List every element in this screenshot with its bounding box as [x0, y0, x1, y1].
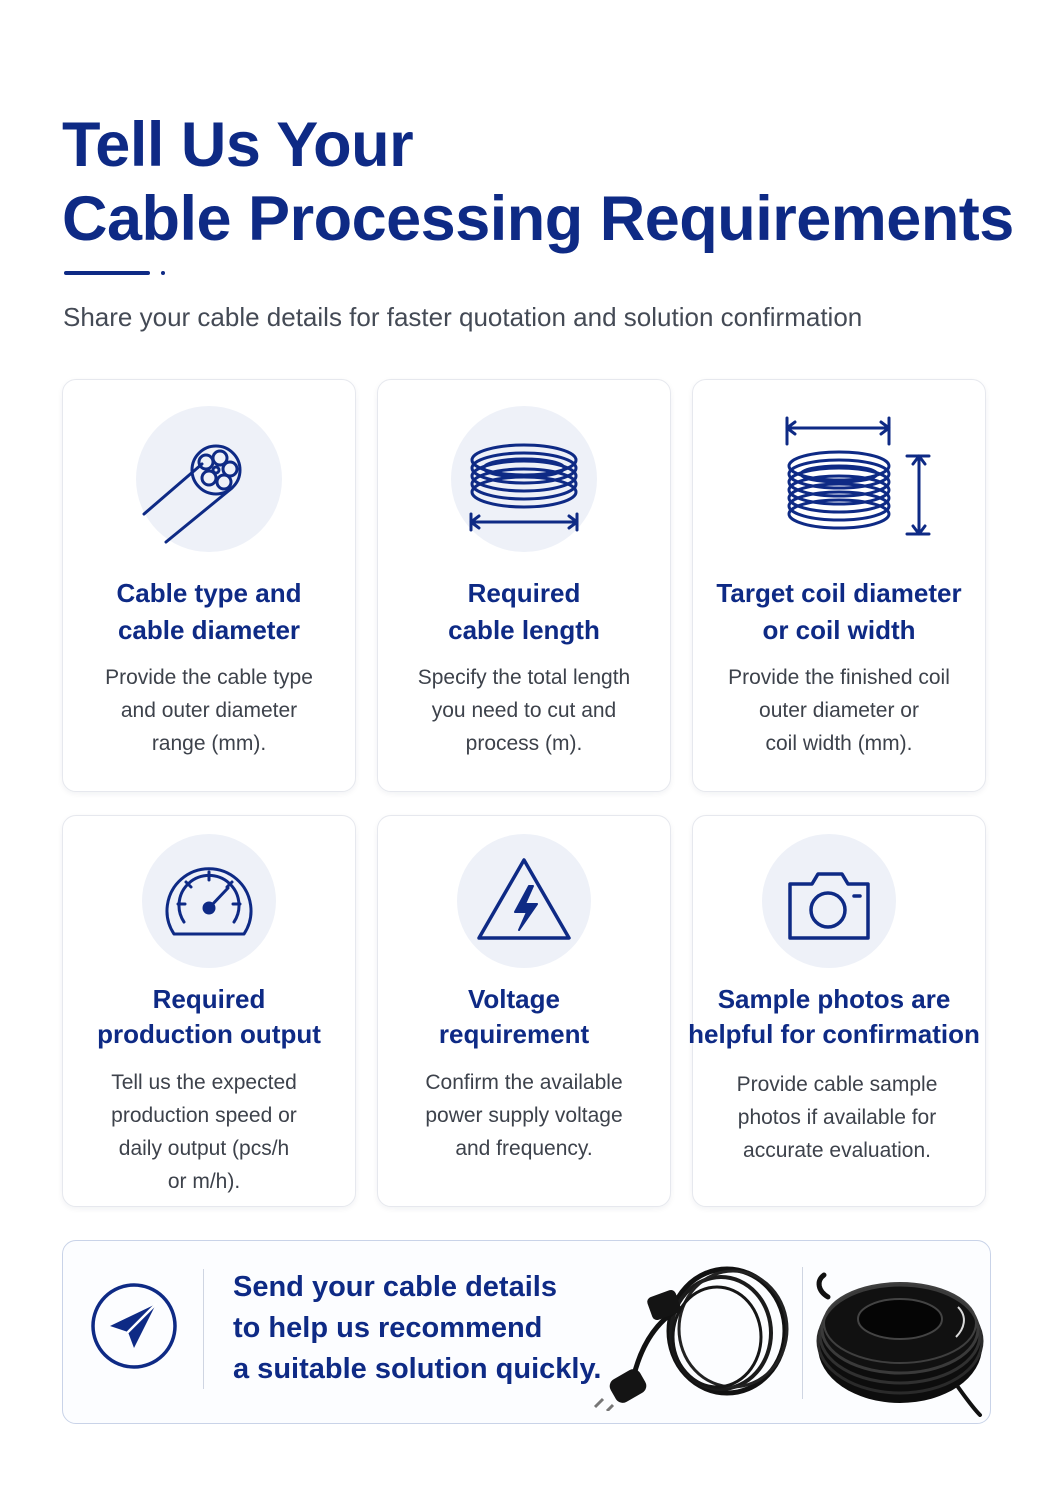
- page-title: Tell Us Your Cable Processing Requiremen…: [62, 108, 1042, 256]
- paper-plane-icon: [91, 1283, 177, 1369]
- card-text-line: Tell us the expected: [111, 1071, 297, 1094]
- card-title-line: Voltage: [468, 984, 560, 1014]
- card-text-line: Specify the total length: [417, 666, 631, 689]
- card-title: Target coil diameter or coil width: [693, 575, 985, 649]
- cta-text-line: Send your cable details: [233, 1271, 557, 1303]
- speedometer-icon: [142, 834, 276, 968]
- card-coil-diameter: Target coil diameter or coil width Provi…: [692, 379, 986, 792]
- card-title-line: requirement: [438, 1019, 590, 1049]
- cta-banner: Send your cable details to help us recom…: [62, 1240, 991, 1424]
- card-description: Specify the total length you need to cut…: [378, 661, 670, 760]
- camera-icon: [762, 834, 896, 968]
- card-text-line: outer diameter or: [759, 699, 919, 722]
- title-accent-line: [64, 271, 150, 275]
- page-title-line-2: Cable Processing Requirements: [62, 184, 1014, 254]
- card-text-line: Provide the finished coil: [728, 666, 950, 689]
- card-text-line: production speed or: [111, 1104, 297, 1127]
- card-title-line: Required: [152, 984, 266, 1014]
- card-title-line: Cable type and: [116, 578, 302, 608]
- cta-message: Send your cable details to help us recom…: [233, 1267, 601, 1390]
- card-title-line: cable diameter: [117, 615, 301, 645]
- card-description: Provide the cable type and outer diamete…: [63, 661, 355, 760]
- card-title: Cable type and cable diameter: [63, 575, 355, 649]
- card-text-line: photos if available for: [737, 1106, 937, 1129]
- card-production-output: Required production output Tell us the e…: [62, 815, 356, 1207]
- card-title-line: or coil width: [762, 615, 916, 645]
- photo-divider: [802, 1267, 803, 1399]
- card-title: Voltage requirement: [358, 982, 670, 1052]
- card-cable-type: Cable type and cable diameter Provide th…: [62, 379, 356, 792]
- card-text-line: and frequency.: [455, 1137, 593, 1160]
- title-accent-dot: [161, 271, 165, 275]
- card-text-line: daily output (pcs/h: [118, 1137, 290, 1160]
- card-text-line: power supply voltage: [425, 1104, 623, 1127]
- card-text-line: Provide the cable type: [105, 666, 313, 689]
- icon-circle: [142, 834, 276, 968]
- card-sample-photos: Sample photos are helpful for confirmati…: [688, 815, 986, 1207]
- page-title-line-1: Tell Us Your: [62, 110, 414, 180]
- card-text-line: accurate evaluation.: [743, 1139, 931, 1162]
- card-title-line: cable length: [448, 615, 600, 645]
- icon-circle: [762, 834, 896, 968]
- page-subtitle: Share your cable details for faster quot…: [63, 302, 863, 332]
- card-title-line: Sample photos are: [717, 984, 951, 1014]
- card-title: Sample photos are helpful for confirmati…: [683, 982, 985, 1052]
- card-text-line: process (m).: [465, 732, 583, 755]
- card-description: Provide the finished coil outer diameter…: [693, 661, 985, 760]
- card-title-line: helpful for confirmation: [688, 1019, 980, 1049]
- card-text-line: range (mm).: [151, 732, 267, 755]
- card-title-line: production output: [97, 1019, 321, 1049]
- cta-text-line: to help us recommend: [233, 1312, 543, 1344]
- card-cable-length: Required cable length Specify the total …: [377, 379, 671, 792]
- coil-dimensions-icon: [759, 406, 931, 552]
- card-voltage: Voltage requirement Confirm the availabl…: [377, 815, 671, 1207]
- card-text-line: coil width (mm).: [765, 732, 913, 755]
- power-cord-photo: [593, 1266, 789, 1411]
- icon-circle: [136, 406, 282, 552]
- card-description: Provide cable sample photos if available…: [689, 1068, 985, 1167]
- cta-text-line: a suitable solution quickly.: [233, 1353, 602, 1385]
- cta-divider: [203, 1269, 204, 1389]
- card-title-line: Target coil diameter: [716, 578, 962, 608]
- card-title-line: Required: [467, 578, 581, 608]
- cable-cross-section-icon: [136, 406, 282, 552]
- cable-coil-length-icon: [451, 406, 597, 552]
- card-text-line: Provide cable sample: [736, 1073, 938, 1096]
- cable-roll-photo: [816, 1272, 984, 1417]
- card-description: Confirm the available power supply volta…: [378, 1066, 670, 1165]
- card-description: Tell us the expected production speed or…: [53, 1066, 355, 1198]
- high-voltage-warning-icon: [457, 834, 591, 968]
- card-text-line: you need to cut and: [431, 699, 617, 722]
- card-title: Required cable length: [378, 575, 670, 649]
- card-text-line: Confirm the available: [425, 1071, 623, 1094]
- card-title: Required production output: [63, 982, 355, 1052]
- card-text-line: and outer diameter: [120, 699, 298, 722]
- card-text-line: or m/h).: [167, 1170, 241, 1193]
